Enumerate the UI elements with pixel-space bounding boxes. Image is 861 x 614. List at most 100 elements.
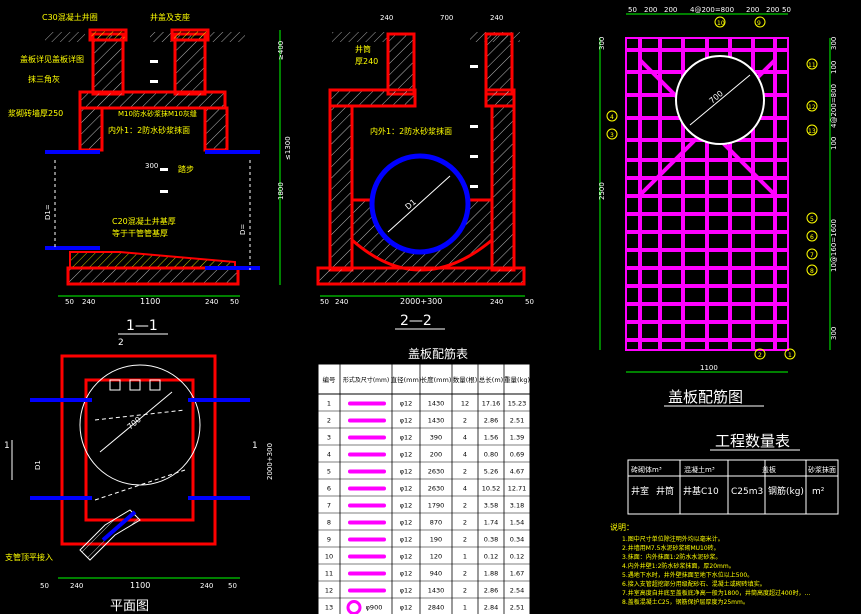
rebar-shape-bar [348,520,386,525]
table-cell: 12 [325,587,333,595]
marker-13: 13 [808,128,816,135]
label-brick: 浆砌砖墙厚250 [8,108,63,118]
notes: 说明： 1.图中尺寸单位除注明外均以毫米计。 2.井墙用M7.5水泥砂浆砌MU1… [610,522,810,606]
step-iron [150,80,158,83]
table-cell: 2.84 [484,604,498,612]
dim-240-b: 240 [205,298,218,306]
cover-slab-right [484,88,516,108]
plan-outer-wall [60,354,217,546]
table-cell: φ12 [400,451,413,459]
table-cell: φ12 [400,519,413,527]
quantity-sub: 井室 [631,485,649,497]
plan-step [109,379,121,391]
top-dim: 50 [782,6,791,14]
marker-4: 4 [610,114,614,121]
table-cell: 0.12 [510,553,524,561]
rebar-shape-bar [348,554,386,559]
quantity-sub: m² [812,487,825,497]
dim-240-d: 240 [490,298,503,306]
cover-slab-left [328,88,417,108]
quantity-title: 工程数量表 [715,432,790,450]
table-cell: 0.80 [484,451,498,459]
dim-300: 300 [145,162,158,170]
label-mortar: M10防水砂浆抹M10灰缝 [118,109,197,118]
top-dim: 200 [644,6,657,14]
plan-dim-240: 240 [70,582,83,590]
label-ladder: 踏步 [178,164,194,174]
label-lime: 抹三角灰 [28,74,60,84]
table-cell: φ12 [400,570,413,578]
chamber-wall-right [203,106,229,152]
table-header-cell: 直径(mm) [391,375,422,384]
table-cell: 7 [327,502,331,510]
note-item: 2.井墙用M7.5水泥砂浆砌MU10砖。 [622,544,720,552]
top-dim: 200 [746,6,759,14]
table-cell: φ12 [400,485,413,493]
dim-d1: D1= [44,204,52,220]
marker-2: 2 [758,352,762,359]
table-cell: 1 [463,604,467,612]
table-cell: 15.23 [508,400,527,408]
table-cell: 940 [430,570,442,578]
quantity-header: 砂浆抹面 [808,465,836,474]
notes-title: 说明： [610,522,634,532]
marker-9: 9 [757,20,761,27]
quantity-sub: 井筒 [656,485,674,497]
shaft-right-wall [173,32,207,96]
table-header-cell: 形式及尺寸(mm) [343,376,389,384]
label-c30-ring: C30混凝土井圈 [42,12,98,22]
marker-6: 6 [810,234,814,241]
table-cell: φ12 [400,502,413,510]
plan-title: 平面图 [110,599,149,614]
table-cell: 0.34 [510,536,524,544]
dim-240-c: 240 [335,298,348,306]
table-cell: 200 [430,451,442,459]
ground-hatch-left [45,32,85,42]
table-cell: 10.52 [482,485,501,493]
opening-diam [689,74,751,126]
table-cell: 4 [327,451,331,459]
base-slab [316,266,526,286]
dim-1100: 1100 [140,297,160,306]
rebar-shape-bar [348,537,386,542]
rebar-shape-bar [348,571,386,576]
dim-50: 50 [65,298,74,306]
table-cell: 2 [463,570,467,578]
rebar-table-title: 盖板配筋表 [408,346,468,361]
table-cell: φ12 [400,400,413,408]
step-iron [150,60,158,63]
table-cell: 2.86 [484,587,498,595]
section-title-1-1: 1—1 [126,318,158,334]
table-cell: 4 [463,451,467,459]
top-dim: 200 [664,6,677,14]
note-item: 8.盖板混凝土C25，钢筋保护层厚度为25mm。 [622,598,749,606]
table-cell: 17.16 [482,400,501,408]
table-cell: 1.54 [510,519,524,527]
plan-dim-1100: 1100 [130,581,150,590]
note-item: 4.内外井壁1:2防水砂浆抹面，厚20mm。 [622,562,735,570]
ground-hatch-right [210,32,245,42]
table-cell: 2 [463,417,467,425]
pipe-circle [369,153,471,255]
step-iron [470,185,478,188]
table-cell: 3 [327,434,331,442]
shaft-ring-right [170,28,210,42]
plan-dim-d1: D1 [34,460,42,470]
table-cell: 190 [430,536,442,544]
cover-slab [78,90,227,110]
table-cell: 4.67 [510,468,524,476]
table-cell: 0.38 [484,536,498,544]
table-cell: 2 [463,468,467,476]
table-cell: 390 [430,434,442,442]
section-1-1: C30混凝土井圈 井盖及支座 盖板详见盖板详图 抹三角灰 浆砌砖墙厚250 M1… [8,12,292,335]
quantity-frame [627,459,839,515]
table-cell: 12.71 [508,485,527,493]
rebar-shape-bar [348,418,386,423]
section-cut-2: 2 [118,338,124,348]
shaft-wall-left [386,32,416,96]
table-cell: 6 [327,485,331,493]
table-cell: 12 [461,400,469,408]
plan-branch-pipe-line [101,510,137,542]
chamber-wall-left [78,106,104,152]
table-cell: φ12 [400,434,413,442]
